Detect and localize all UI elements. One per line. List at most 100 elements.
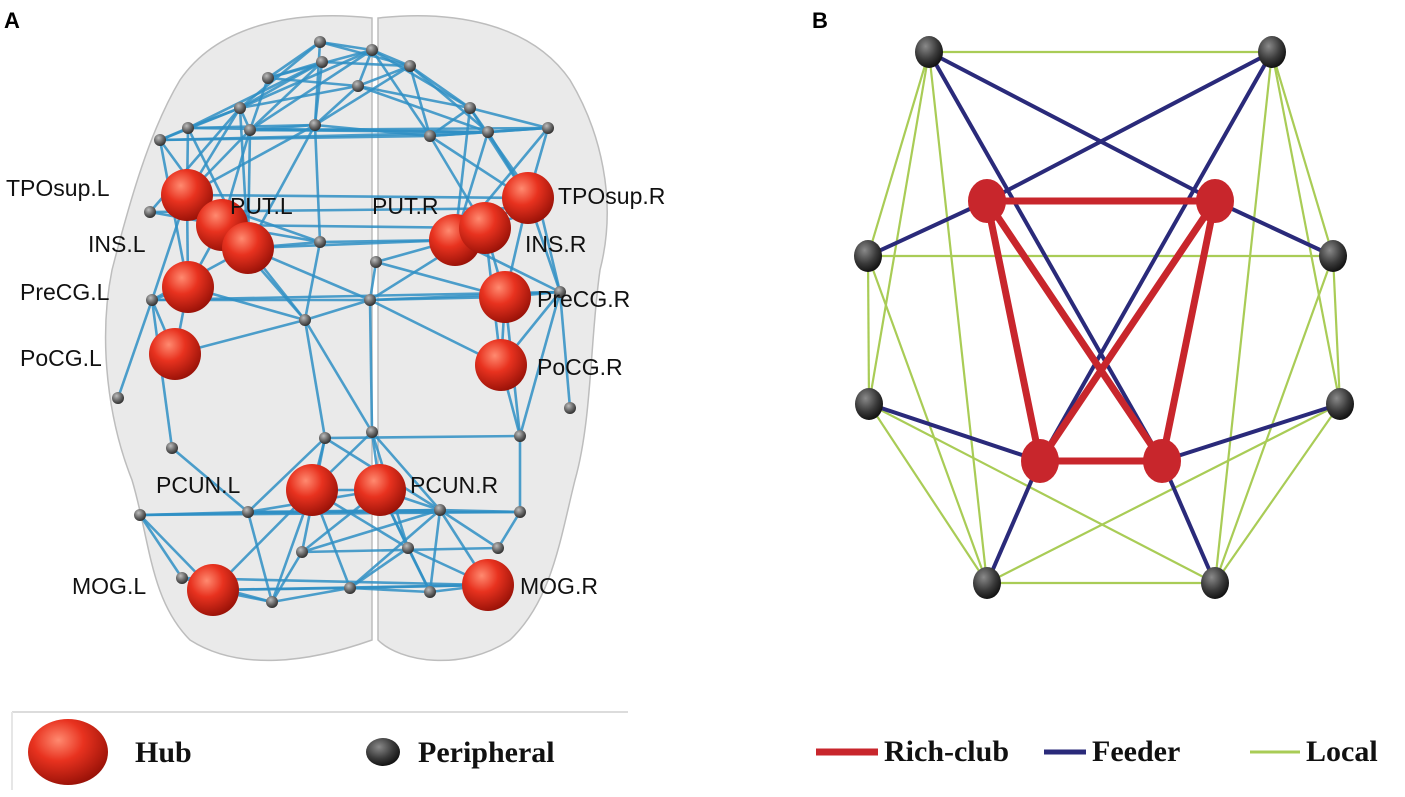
- peripheral-node: [1326, 388, 1354, 420]
- brain-edge: [368, 299, 374, 433]
- legend-b: Rich-club Feeder Local: [816, 735, 1378, 768]
- brain-edge: [267, 76, 359, 88]
- brain-edge: [171, 447, 249, 513]
- local-edge: [1213, 255, 1335, 584]
- brain-edge: [314, 64, 411, 127]
- hub-node: [149, 328, 201, 380]
- brain-edge: [303, 241, 322, 321]
- feeder-edge: [1160, 460, 1217, 584]
- peripheral-node: [404, 60, 416, 72]
- panel-a-letter: A: [4, 8, 20, 33]
- local-edge: [986, 403, 1341, 584]
- brain-edge: [314, 85, 359, 126]
- peripheral-node: [855, 388, 883, 420]
- peripheral-node: [314, 36, 326, 48]
- label-pocg-l: PoCG.L: [20, 345, 102, 371]
- hub-node: [162, 261, 214, 313]
- brain-edge: [428, 509, 442, 593]
- schematic-nodes: [854, 36, 1354, 599]
- brain-edge: [301, 508, 441, 554]
- label-ins-r: INS.R: [525, 231, 586, 257]
- brain-edge: [496, 511, 522, 549]
- peripheral-node: [296, 546, 308, 558]
- label-tposup-r: TPOsup.R: [558, 183, 665, 209]
- peripheral-node: [299, 314, 311, 326]
- label-put-r: PUT.R: [372, 193, 438, 219]
- peripheral-node: [364, 294, 376, 306]
- brain-edge: [249, 128, 489, 134]
- rich-club-edges: [983, 197, 1219, 465]
- peripheral-node: [402, 542, 414, 554]
- label-pocg-r: PoCG.R: [537, 354, 623, 380]
- brain-edge: [518, 291, 562, 437]
- brain-peripheral-nodes: [112, 36, 576, 608]
- brain-edge: [247, 238, 456, 250]
- peripheral-node: [514, 430, 526, 442]
- brain-hub-nodes: [149, 169, 554, 616]
- peripheral-node: [564, 402, 576, 414]
- legend-a: Hub Peripheral: [11, 711, 628, 790]
- label-precg-r: PreCG.R: [537, 286, 630, 312]
- local-edge: [1331, 255, 1342, 405]
- peripheral-node: [366, 44, 378, 56]
- label-pcun-r: PCUN.R: [410, 472, 498, 498]
- feeder-edges: [867, 50, 1341, 584]
- peripheral-node: [146, 294, 158, 306]
- local-edge: [1213, 51, 1274, 584]
- hub-node: [354, 464, 406, 516]
- peripheral-node: [242, 506, 254, 518]
- label-mog-r: MOG.R: [520, 573, 598, 599]
- brain-edge: [349, 546, 409, 590]
- legend-peripheral-label: Peripheral: [418, 736, 555, 769]
- legend-hub-marker: [28, 719, 108, 785]
- hub-node: [161, 169, 213, 221]
- brain-edge: [304, 298, 371, 322]
- peripheral-node: [434, 504, 446, 516]
- label-mog-l: MOG.L: [72, 573, 146, 599]
- brain-edge: [249, 61, 323, 131]
- hub-node: [968, 179, 1006, 223]
- brain-edge: [271, 586, 351, 604]
- local-edge: [868, 403, 1216, 584]
- peripheral-node: [1319, 240, 1347, 272]
- region-labels: TPOsup.L PUT.L PUT.R TPOsup.R INS.L INS.…: [6, 175, 665, 599]
- legend-peripheral-marker: [366, 738, 400, 766]
- brain-edge: [313, 124, 322, 243]
- label-pcun-l: PCUN.L: [156, 472, 241, 498]
- feeder-edge: [1161, 402, 1341, 463]
- peripheral-node: [154, 134, 166, 146]
- peripheral-node: [424, 586, 436, 598]
- peripheral-node: [244, 124, 256, 136]
- peripheral-node: [424, 130, 436, 142]
- local-edge: [1214, 403, 1341, 584]
- brain-edge: [249, 123, 316, 132]
- peripheral-node: [176, 572, 188, 584]
- rich-club-edge: [1037, 199, 1218, 463]
- peripheral-node: [492, 542, 504, 554]
- hub-node: [479, 271, 531, 323]
- peripheral-node: [309, 119, 321, 131]
- feeder-edge: [928, 50, 1216, 203]
- rich-club-edge: [983, 200, 1044, 462]
- brain-edge: [371, 48, 471, 110]
- peripheral-node: [352, 80, 364, 92]
- brain-edge: [357, 64, 411, 88]
- brain-edge: [409, 65, 489, 133]
- brain-edge: [469, 106, 549, 130]
- feeder-edge: [927, 51, 1164, 462]
- legend-local-label: Local: [1306, 735, 1378, 768]
- local-edge: [866, 51, 931, 257]
- brain-edge: [371, 431, 441, 511]
- local-edge: [866, 255, 871, 405]
- brain-edge: [270, 551, 304, 603]
- hub-node: [1021, 439, 1059, 483]
- panel-a: A TPOsup.L PUT.L PUT.R TPOsup.R INS.L IN…: [4, 8, 665, 790]
- hub-node: [187, 564, 239, 616]
- rich-club-edge: [1158, 200, 1219, 462]
- brain-edge: [357, 84, 489, 134]
- peripheral-node: [344, 582, 356, 594]
- hub-node: [502, 172, 554, 224]
- peripheral-node: [1201, 567, 1229, 599]
- brain-edge: [303, 319, 374, 433]
- local-edge: [1270, 51, 1342, 405]
